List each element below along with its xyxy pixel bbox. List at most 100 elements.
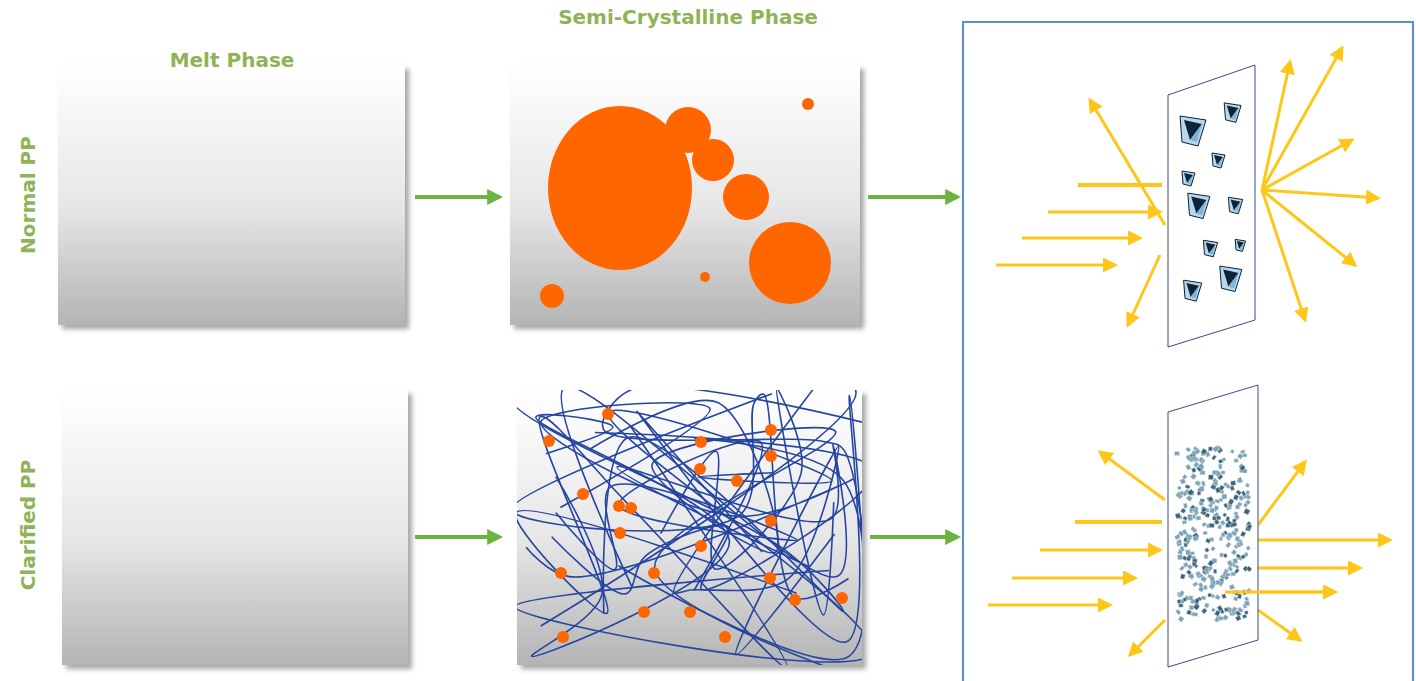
scattering-frame bbox=[963, 22, 1413, 681]
fine-crystal bbox=[1195, 449, 1201, 455]
fine-crystal bbox=[1227, 533, 1232, 538]
fine-crystal bbox=[1192, 562, 1196, 566]
nucleation-dot bbox=[695, 540, 707, 552]
melt-panel bbox=[62, 390, 408, 665]
nucleation-dot bbox=[765, 450, 777, 462]
fine-crystal bbox=[1233, 558, 1238, 564]
nucleation-dot bbox=[557, 631, 569, 643]
fine-crystal bbox=[1220, 520, 1226, 526]
fine-crystal bbox=[1183, 598, 1186, 602]
fine-crystal bbox=[1199, 458, 1205, 464]
row-heading: Normal PP bbox=[17, 136, 39, 254]
fine-crystal bbox=[1208, 447, 1212, 451]
fine-crystal bbox=[1204, 567, 1209, 572]
fine-crystal bbox=[1182, 474, 1187, 479]
fine-crystal bbox=[1180, 546, 1185, 552]
fine-crystal bbox=[1191, 468, 1196, 473]
fine-crystal bbox=[1197, 491, 1201, 495]
fine-crystal bbox=[1219, 464, 1223, 469]
fine-crystal bbox=[1183, 516, 1188, 520]
nucleation-dot bbox=[764, 572, 776, 584]
fine-crystal bbox=[1199, 457, 1203, 461]
fine-crystal bbox=[1193, 604, 1200, 611]
fine-crystal bbox=[1244, 508, 1251, 515]
fine-crystal bbox=[1174, 451, 1179, 455]
fine-crystal bbox=[1202, 522, 1207, 527]
fine-crystal bbox=[1236, 554, 1241, 558]
fine-crystal bbox=[1187, 564, 1193, 570]
fine-crystal bbox=[1192, 514, 1196, 519]
fine-crystal bbox=[1240, 531, 1246, 537]
fine-crystal bbox=[1199, 486, 1204, 491]
fine-crystal bbox=[1245, 494, 1251, 499]
melt-panel bbox=[58, 65, 405, 325]
nucleation-dot bbox=[684, 606, 696, 618]
fine-crystal bbox=[1231, 572, 1236, 576]
fine-crystal bbox=[1201, 448, 1207, 454]
fine-crystal bbox=[1209, 583, 1215, 589]
crystal bbox=[1182, 171, 1195, 186]
fine-crystal bbox=[1231, 549, 1237, 555]
spherulites bbox=[540, 98, 831, 308]
fine-crystal bbox=[1223, 553, 1228, 558]
fine-crystal bbox=[1237, 594, 1242, 599]
fine-crystal bbox=[1180, 591, 1185, 597]
fine-crystal bbox=[1234, 514, 1240, 520]
fine-crystal bbox=[1185, 485, 1190, 489]
crystal bbox=[1180, 116, 1206, 146]
fine-crystal bbox=[1235, 564, 1240, 569]
fine-crystal bbox=[1194, 598, 1200, 604]
fine-crystal bbox=[1198, 582, 1203, 588]
fine-crystal bbox=[1191, 527, 1196, 532]
fine-crystal bbox=[1229, 584, 1235, 589]
polymer-chain bbox=[532, 415, 730, 657]
fine-crystal bbox=[1246, 566, 1252, 572]
fine-crystal bbox=[1201, 507, 1207, 512]
fine-crystal bbox=[1186, 495, 1192, 501]
fine-crystal bbox=[1209, 508, 1214, 514]
fine-crystal bbox=[1204, 548, 1209, 553]
polymer-chain bbox=[661, 390, 834, 615]
fine-crystal bbox=[1192, 535, 1198, 541]
nucleation-dot bbox=[577, 488, 589, 500]
fine-crystal bbox=[1244, 596, 1249, 601]
fine-crystal bbox=[1175, 513, 1181, 519]
fine-crystal bbox=[1224, 503, 1228, 508]
fine-crystal bbox=[1240, 465, 1246, 471]
fine-crystal bbox=[1242, 614, 1247, 618]
fine-crystal bbox=[1209, 523, 1214, 528]
fine-crystal bbox=[1226, 542, 1232, 548]
fine-crystal bbox=[1201, 596, 1206, 601]
fine-crystal bbox=[1199, 501, 1204, 506]
crystal bbox=[1235, 239, 1245, 251]
fine-crystal bbox=[1236, 490, 1242, 496]
fine-crystal bbox=[1224, 608, 1228, 612]
fine-crystal bbox=[1178, 539, 1182, 543]
fine-crystal bbox=[1179, 604, 1183, 608]
fine-crystal bbox=[1240, 449, 1245, 454]
fine-crystal bbox=[1198, 463, 1204, 470]
crystal bbox=[1228, 197, 1242, 214]
column-heading: Melt Phase bbox=[170, 49, 295, 71]
fine-crystal bbox=[1212, 455, 1217, 460]
fine-crystal bbox=[1193, 509, 1198, 513]
fine-crystal bbox=[1186, 464, 1192, 470]
semicrystalline-panel bbox=[510, 65, 860, 325]
fine-crystal bbox=[1245, 483, 1249, 487]
fine-crystal bbox=[1236, 542, 1241, 547]
film-sheet bbox=[1168, 385, 1258, 667]
fine-crystal bbox=[1200, 471, 1205, 475]
nucleation-dot bbox=[695, 436, 707, 448]
fine-crystal bbox=[1186, 610, 1191, 615]
fine-crystal bbox=[1209, 576, 1215, 582]
fine-crystal bbox=[1239, 495, 1244, 501]
fine-crystal bbox=[1177, 486, 1182, 491]
fine-crystal bbox=[1232, 607, 1237, 611]
crystal bbox=[1212, 153, 1225, 168]
fine-crystal bbox=[1222, 494, 1226, 499]
fine-crystal bbox=[1201, 608, 1207, 614]
fine-crystal bbox=[1186, 556, 1191, 561]
polymer-chain bbox=[603, 390, 862, 660]
